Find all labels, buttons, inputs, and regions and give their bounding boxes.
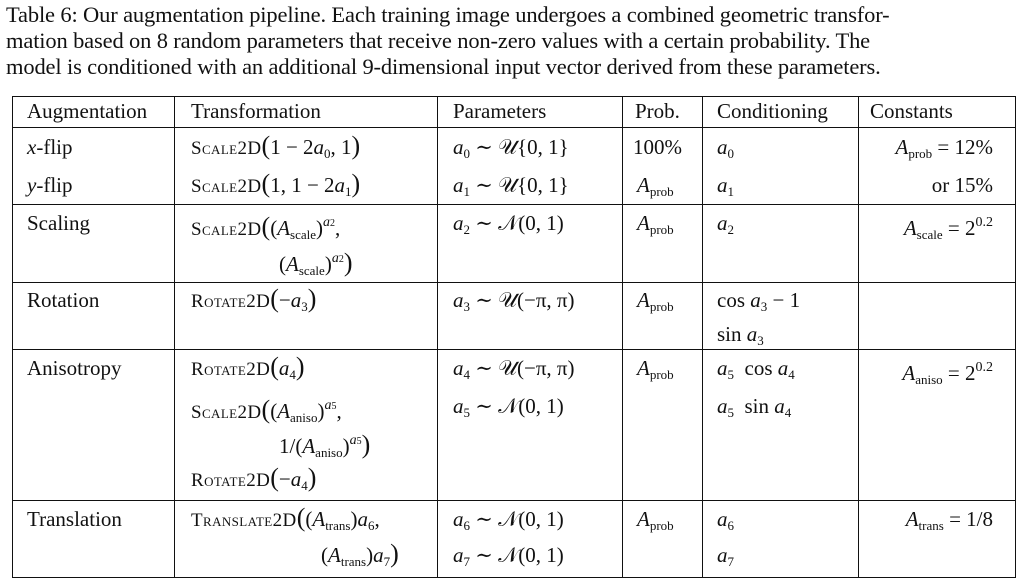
- param-rotation: a3 ∼ 𝒰(−π, π): [453, 288, 575, 314]
- transform-anisotropy-scale-line2: 1/(Aaniso)a5): [279, 430, 371, 461]
- header-transformation: Transformation: [191, 99, 321, 123]
- aug-anisotropy: Anisotropy: [27, 356, 122, 380]
- param-xflip: a0 ∼ 𝒰{0, 1}: [453, 135, 569, 161]
- aug-rotation: Rotation: [27, 288, 100, 312]
- param-translation-a7: a7 ∼ 𝒩(0, 1): [453, 543, 564, 569]
- cond-scaling: a2: [717, 211, 734, 237]
- prob-yflip: Aprob: [637, 173, 674, 199]
- const-atrans: Atrans = 1/8: [905, 507, 993, 533]
- transform-translation-line2: (Atrans)a7): [321, 539, 399, 570]
- header-prob: Prob.: [635, 99, 680, 123]
- row-divider: [13, 204, 1015, 205]
- caption-line-1: Table 6: Our augmentation pipeline. Each…: [6, 2, 890, 27]
- column-divider: [622, 97, 623, 577]
- header-constants: Constants: [870, 99, 953, 123]
- const-ascale: Ascale = 20.2: [903, 215, 993, 242]
- row-divider: [13, 127, 1015, 128]
- const-aaniso: Aaniso = 20.2: [902, 360, 993, 387]
- transform-rotation: Rotate2D(−a3): [191, 284, 317, 315]
- column-divider: [858, 97, 859, 577]
- param-anisotropy-a4: a4 ∼ 𝒰(−π, π): [453, 356, 575, 382]
- table-caption: Table 6: Our augmentation pipeline. Each…: [6, 2, 1018, 80]
- column-divider: [437, 97, 438, 577]
- prob-xflip: 100%: [633, 135, 682, 159]
- aug-scaling: Scaling: [27, 211, 90, 235]
- augmentation-table: Augmentation Transformation Parameters P…: [12, 96, 1016, 578]
- cond-rotation-cos: cos a3 − 1: [717, 288, 801, 314]
- transform-anisotropy-scale: Scale2D((Aaniso)a5,: [191, 395, 342, 426]
- cond-translation-a7: a7: [717, 543, 734, 569]
- param-scaling: a2 ∼ 𝒩(0, 1): [453, 211, 564, 237]
- prob-translation: Aprob: [637, 507, 674, 533]
- aug-xflip: x-flip: [27, 135, 73, 159]
- row-divider: [13, 500, 1015, 501]
- cond-translation-a6: a6: [717, 507, 734, 533]
- prob-rotation: Aprob: [637, 288, 674, 314]
- transform-anisotropy-rot1: Rotate2D(a4): [191, 352, 305, 383]
- cond-xflip: a0: [717, 135, 734, 161]
- transform-scaling-line2: (Ascale)a2): [279, 248, 353, 279]
- cond-yflip: a1: [717, 173, 734, 199]
- header-augmentation: Augmentation: [27, 99, 148, 123]
- cond-anisotropy-cos: a5 cos a4: [717, 356, 795, 382]
- param-anisotropy-a5: a5 ∼ 𝒩(0, 1): [453, 394, 564, 420]
- const-aprob-alt: or 15%: [931, 173, 993, 197]
- transform-xflip: Scale2D(1 − 2a0, 1): [191, 131, 361, 162]
- caption-line-3: model is conditioned with an additional …: [6, 54, 881, 79]
- caption-line-2: mation based on 8 random parameters that…: [6, 28, 871, 53]
- transform-translation-line1: Translate2D((Atrans)a6,: [191, 503, 380, 534]
- prob-scaling: Aprob: [637, 211, 674, 237]
- header-parameters: Parameters: [453, 99, 547, 123]
- param-translation-a6: a6 ∼ 𝒩(0, 1): [453, 507, 564, 533]
- cond-anisotropy-sin: a5 sin a4: [717, 394, 792, 420]
- const-aprob: Aprob = 12%: [895, 135, 993, 161]
- prob-anisotropy: Aprob: [637, 356, 674, 382]
- aug-translation: Translation: [27, 507, 122, 531]
- header-conditioning: Conditioning: [717, 99, 828, 123]
- column-divider: [702, 97, 703, 577]
- transform-yflip: Scale2D(1, 1 − 2a1): [191, 169, 361, 200]
- transform-anisotropy-rot2: Rotate2D(−a4): [191, 463, 317, 494]
- cond-rotation-sin: sin a3: [717, 322, 764, 348]
- param-yflip: a1 ∼ 𝒰{0, 1}: [453, 173, 569, 199]
- row-divider: [13, 349, 1015, 350]
- column-divider: [174, 97, 175, 577]
- row-divider: [13, 282, 1015, 283]
- transform-scaling-line1: Scale2D((Ascale)a2,: [191, 212, 341, 243]
- aug-yflip: y-flip: [27, 173, 73, 197]
